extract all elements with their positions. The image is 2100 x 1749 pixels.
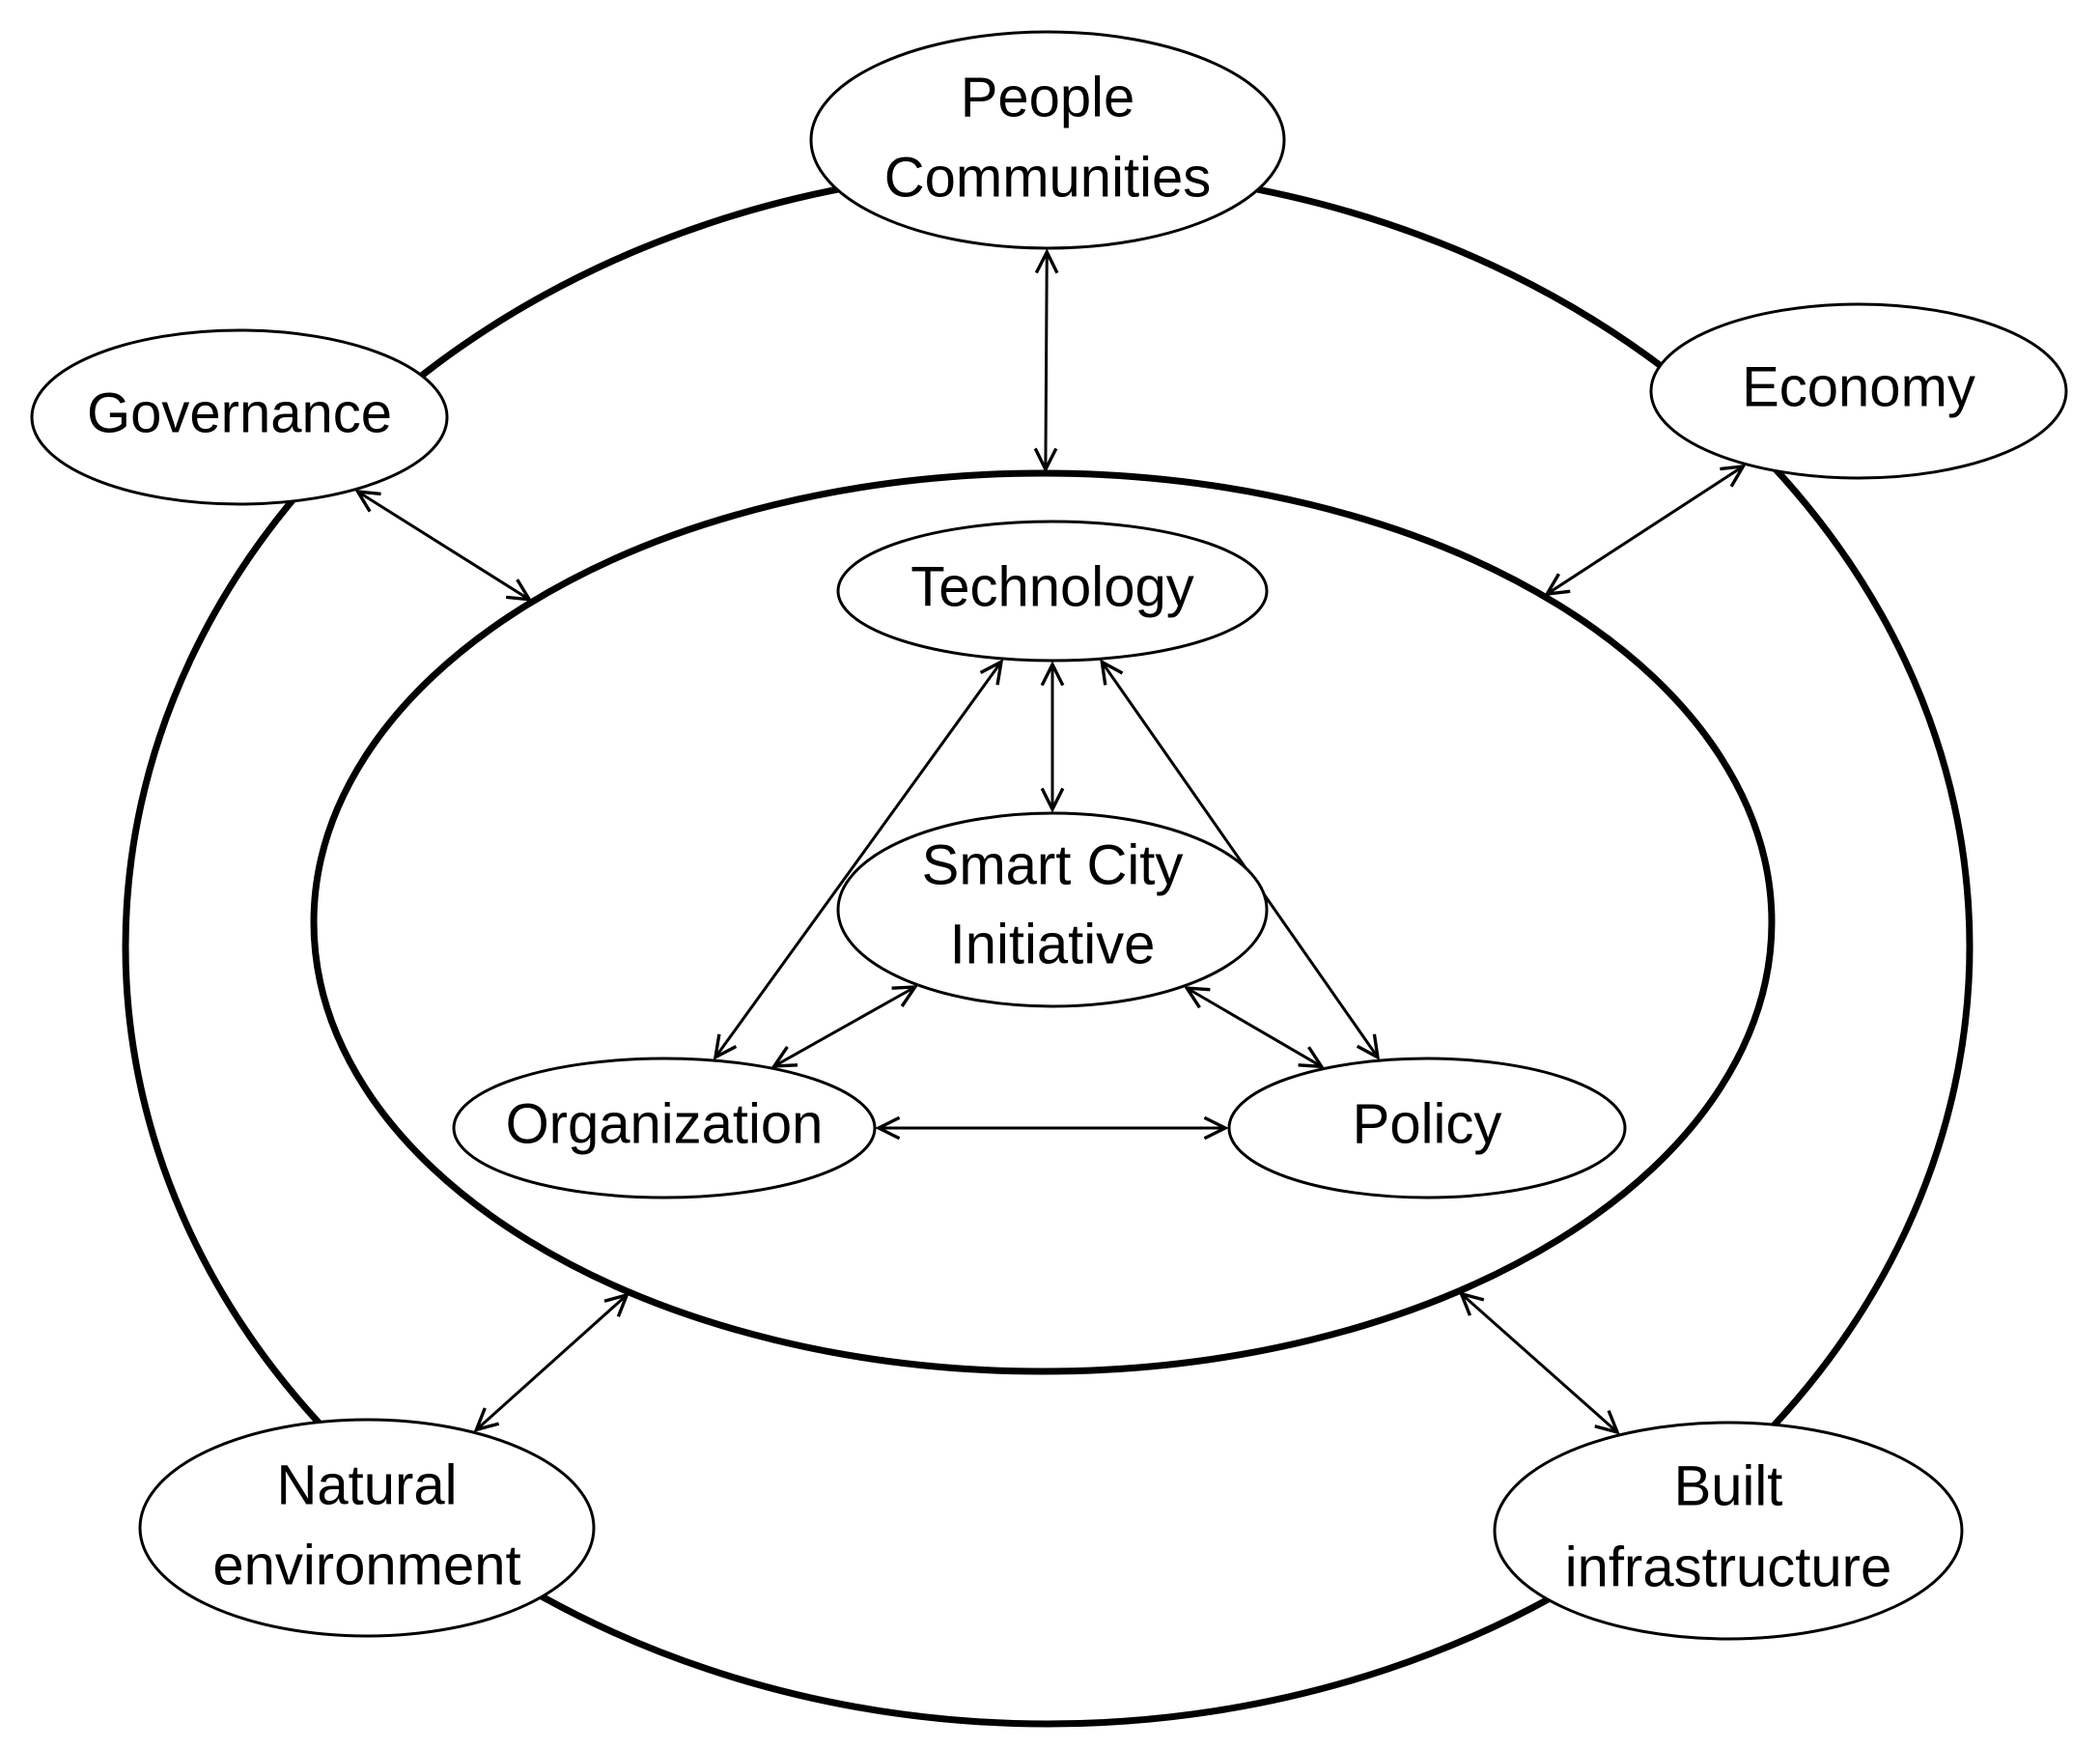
node-governance: Governance	[30, 328, 449, 506]
node-policy: Policy	[1227, 1057, 1627, 1199]
node-people-label-1: People	[961, 66, 1135, 128]
node-built-infrastructure-label-2: infrastructure	[1565, 1536, 1891, 1598]
node-natural-environment: Natural environment	[138, 1418, 596, 1638]
node-smart-city-initiative: Smart City Initiative	[836, 811, 1269, 1008]
link-governance-inner-ring	[358, 492, 530, 600]
link-technology-policy	[1102, 663, 1378, 1058]
node-economy-shape	[1649, 302, 2068, 480]
node-people-label-2: Communities	[884, 146, 1211, 209]
link-built-inner-ring	[1461, 1294, 1617, 1432]
node-technology-label: Technology	[910, 555, 1193, 618]
node-economy-label: Economy	[1742, 355, 1975, 418]
node-organization: Organization	[452, 1057, 877, 1199]
link-smart-policy	[1187, 988, 1321, 1066]
node-built-infrastructure-shape	[1493, 1421, 1964, 1641]
links-group	[358, 252, 1744, 1432]
link-smart-organization	[774, 987, 915, 1066]
node-technology: Technology	[836, 520, 1269, 663]
link-technology-organization	[715, 662, 1001, 1057]
node-economy: Economy	[1649, 302, 2068, 480]
node-smart-city-initiative-label-2: Initiative	[950, 913, 1156, 975]
node-technology-shape	[836, 520, 1269, 663]
node-natural-environment-label-2: environment	[212, 1534, 520, 1596]
node-governance-label: Governance	[87, 381, 392, 444]
node-people: People Communities	[809, 30, 1286, 250]
node-policy-label: Policy	[1353, 1092, 1502, 1155]
link-people-inner-ring	[1046, 252, 1047, 469]
node-built-infrastructure-label-1: Built	[1674, 1454, 1783, 1517]
link-economy-inner-ring	[1547, 466, 1743, 594]
link-natural-inner-ring	[476, 1295, 627, 1430]
node-natural-environment-shape	[138, 1418, 596, 1638]
node-organization-shape	[452, 1057, 877, 1199]
node-governance-shape	[30, 328, 449, 506]
node-smart-city-initiative-label-1: Smart City	[922, 833, 1184, 896]
node-natural-environment-label-1: Natural	[277, 1453, 458, 1516]
node-smart-city-initiative-shape	[836, 811, 1269, 1008]
node-policy-shape	[1227, 1057, 1627, 1199]
inner-ring	[310, 469, 1776, 1375]
node-organization-label: Organization	[506, 1092, 824, 1155]
node-people-shape	[809, 30, 1286, 250]
node-built-infrastructure: Built infrastructure	[1493, 1421, 1964, 1641]
